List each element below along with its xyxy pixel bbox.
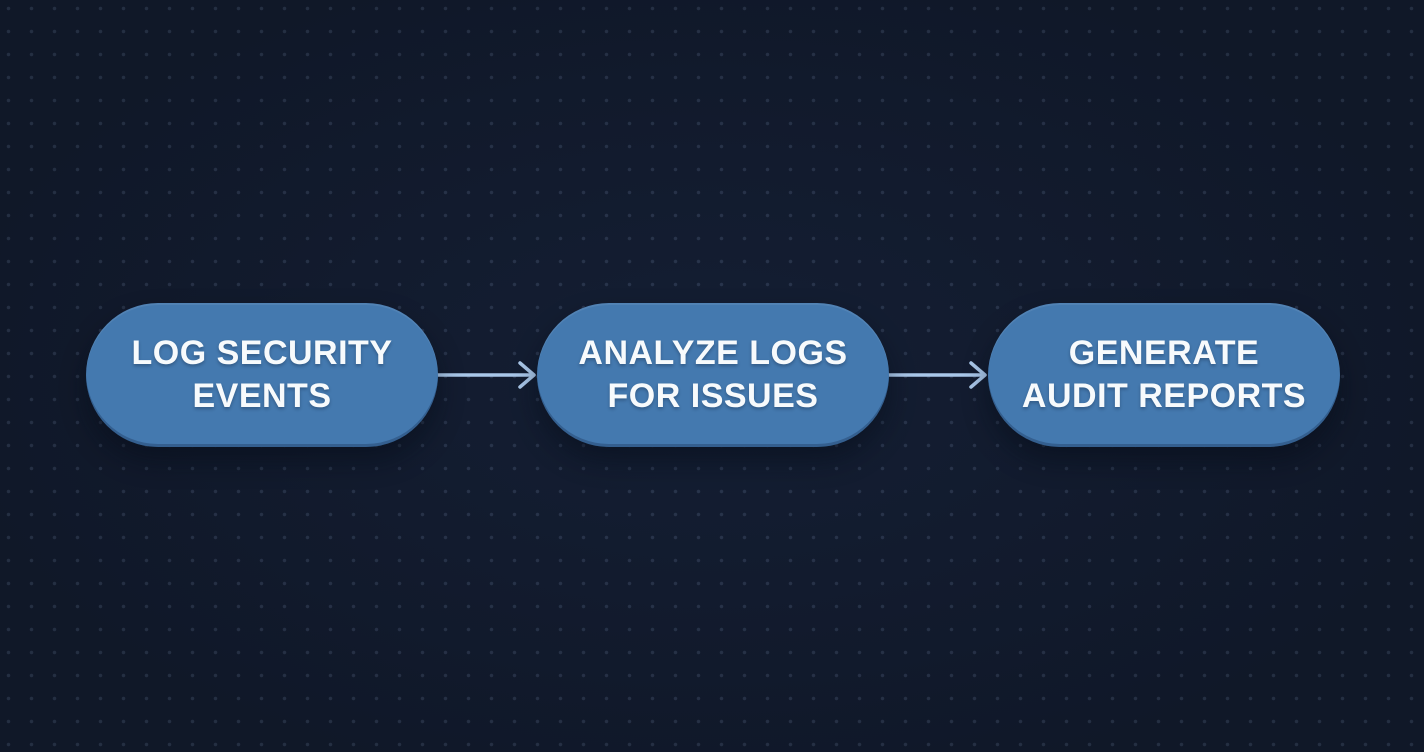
arrow-connector-1	[436, 361, 536, 389]
flow-node-log-security-events[interactable]: LOG SECURITY EVENTS	[86, 303, 438, 447]
node-label-line: GENERATE	[1068, 334, 1260, 372]
flow-node-analyze-logs-for-issues[interactable]: ANALYZE LOGS FOR ISSUES	[537, 303, 889, 447]
node-label-line: EVENTS	[192, 377, 332, 415]
flow-node-generate-audit-reports[interactable]: GENERATE AUDIT REPORTS	[988, 303, 1340, 447]
arrow-connector-2	[887, 361, 987, 389]
node-label-line: FOR ISSUES	[607, 377, 819, 415]
node-label-line: ANALYZE LOGS	[578, 334, 848, 372]
node-label-line: AUDIT REPORTS	[1021, 377, 1307, 415]
node-label-line: LOG SECURITY	[131, 334, 393, 372]
